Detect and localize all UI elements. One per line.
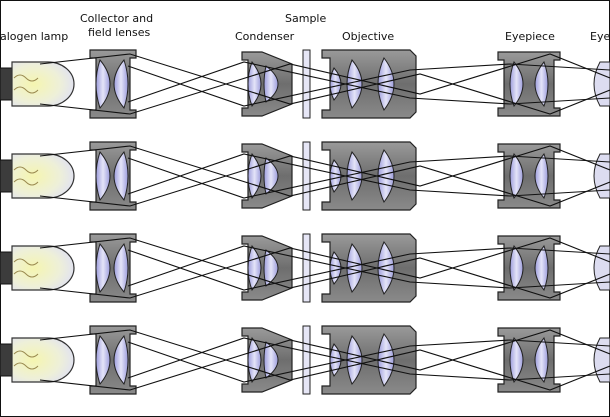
lamp-bulb (11, 153, 75, 199)
lamp-filament (13, 74, 39, 94)
light-ray (39, 237, 610, 299)
collector-lens (95, 334, 111, 386)
light-ray (39, 329, 610, 391)
objective-lens-3 (377, 57, 395, 111)
eyepiece-lens-2 (534, 61, 549, 107)
lamp-bulb (11, 61, 75, 107)
eyepiece-lens-2 (534, 337, 549, 383)
light-ray (127, 245, 610, 289)
light-ray (127, 61, 610, 105)
collector-lens (95, 58, 111, 110)
lamp-base (0, 343, 13, 377)
collector-lens (95, 150, 111, 202)
condenser-lens-1 (247, 61, 262, 107)
eye-lens (593, 245, 610, 291)
row-3 (0, 233, 610, 303)
objective-lens-1 (329, 251, 342, 285)
collector-lens (95, 242, 111, 294)
objective-housing (321, 233, 417, 303)
sample-slide (302, 233, 311, 303)
eyepiece-lens-1 (509, 337, 524, 383)
lamp-filament (13, 166, 39, 186)
lamp-filament (13, 350, 39, 370)
condenser-lens-2 (263, 249, 279, 287)
field-lens (113, 242, 129, 294)
light-ray (39, 53, 610, 115)
light-ray (39, 145, 610, 207)
objective-lens-2 (346, 151, 363, 201)
row-2 (0, 141, 610, 211)
eye-lens (593, 337, 610, 383)
eyepiece-lens-1 (509, 61, 524, 107)
sample-slide (302, 49, 311, 119)
eyepiece-housing (497, 143, 561, 209)
collector-label-line2: field lenses (88, 26, 151, 39)
condenser-lens-1 (247, 337, 262, 383)
eye-lens (593, 153, 610, 199)
lamp-base (0, 251, 13, 285)
field-lens (113, 334, 129, 386)
light-ray (127, 247, 610, 291)
light-ray (127, 153, 610, 197)
sample-slide (302, 141, 311, 211)
objective-lens-1 (329, 343, 342, 377)
lamp-filament (13, 258, 39, 278)
eyepiece-lens-1 (509, 245, 524, 291)
objective-lens-1 (329, 67, 342, 101)
condenser-label: Condenser (235, 30, 295, 43)
eyepiece-lens-2 (534, 245, 549, 291)
field-lens (113, 150, 129, 202)
collector-label-line1: Collector and (80, 12, 154, 25)
lamp-base (0, 159, 13, 193)
objective-lens-3 (377, 333, 395, 387)
light-ray (39, 329, 610, 391)
objective-housing (321, 49, 417, 119)
lamp-bulb (11, 245, 75, 291)
halogen-lamp-label: alogen lamp (0, 30, 69, 43)
lamp-base (0, 67, 13, 101)
row-4 (0, 325, 610, 395)
objective-housing (321, 325, 417, 395)
eyepiece-housing (497, 51, 561, 117)
eye-label: Eye (590, 30, 610, 43)
light-ray (39, 145, 610, 207)
light-ray (39, 237, 610, 299)
eyepiece-lens-1 (509, 153, 524, 199)
light-ray (127, 63, 610, 107)
objective-lens-3 (377, 241, 395, 295)
condenser-lens-2 (263, 157, 279, 195)
objective-label: Objective (342, 30, 395, 43)
lamp-bulb (11, 337, 75, 383)
sample-label: Sample (285, 12, 327, 25)
light-ray (127, 339, 610, 383)
condenser-lens-1 (247, 153, 262, 199)
light-ray (127, 337, 610, 381)
eyepiece-lens-2 (534, 153, 549, 199)
condenser-lens-2 (263, 341, 279, 379)
objective-lens-1 (329, 159, 342, 193)
objective-housing (321, 141, 417, 211)
field-lens (113, 58, 129, 110)
objective-lens-3 (377, 149, 395, 203)
condenser-lens-2 (263, 65, 279, 103)
row-1 (0, 49, 610, 119)
eyepiece-label: Eyepiece (505, 30, 555, 43)
objective-lens-2 (346, 335, 363, 385)
eye-lens (593, 61, 610, 107)
eyepiece-housing (497, 235, 561, 301)
sample-slide (302, 325, 311, 395)
objective-lens-2 (346, 243, 363, 293)
condenser-lens-1 (247, 245, 262, 291)
eyepiece-housing (497, 327, 561, 393)
light-ray (127, 155, 610, 199)
light-ray (39, 53, 610, 115)
objective-lens-2 (346, 59, 363, 109)
